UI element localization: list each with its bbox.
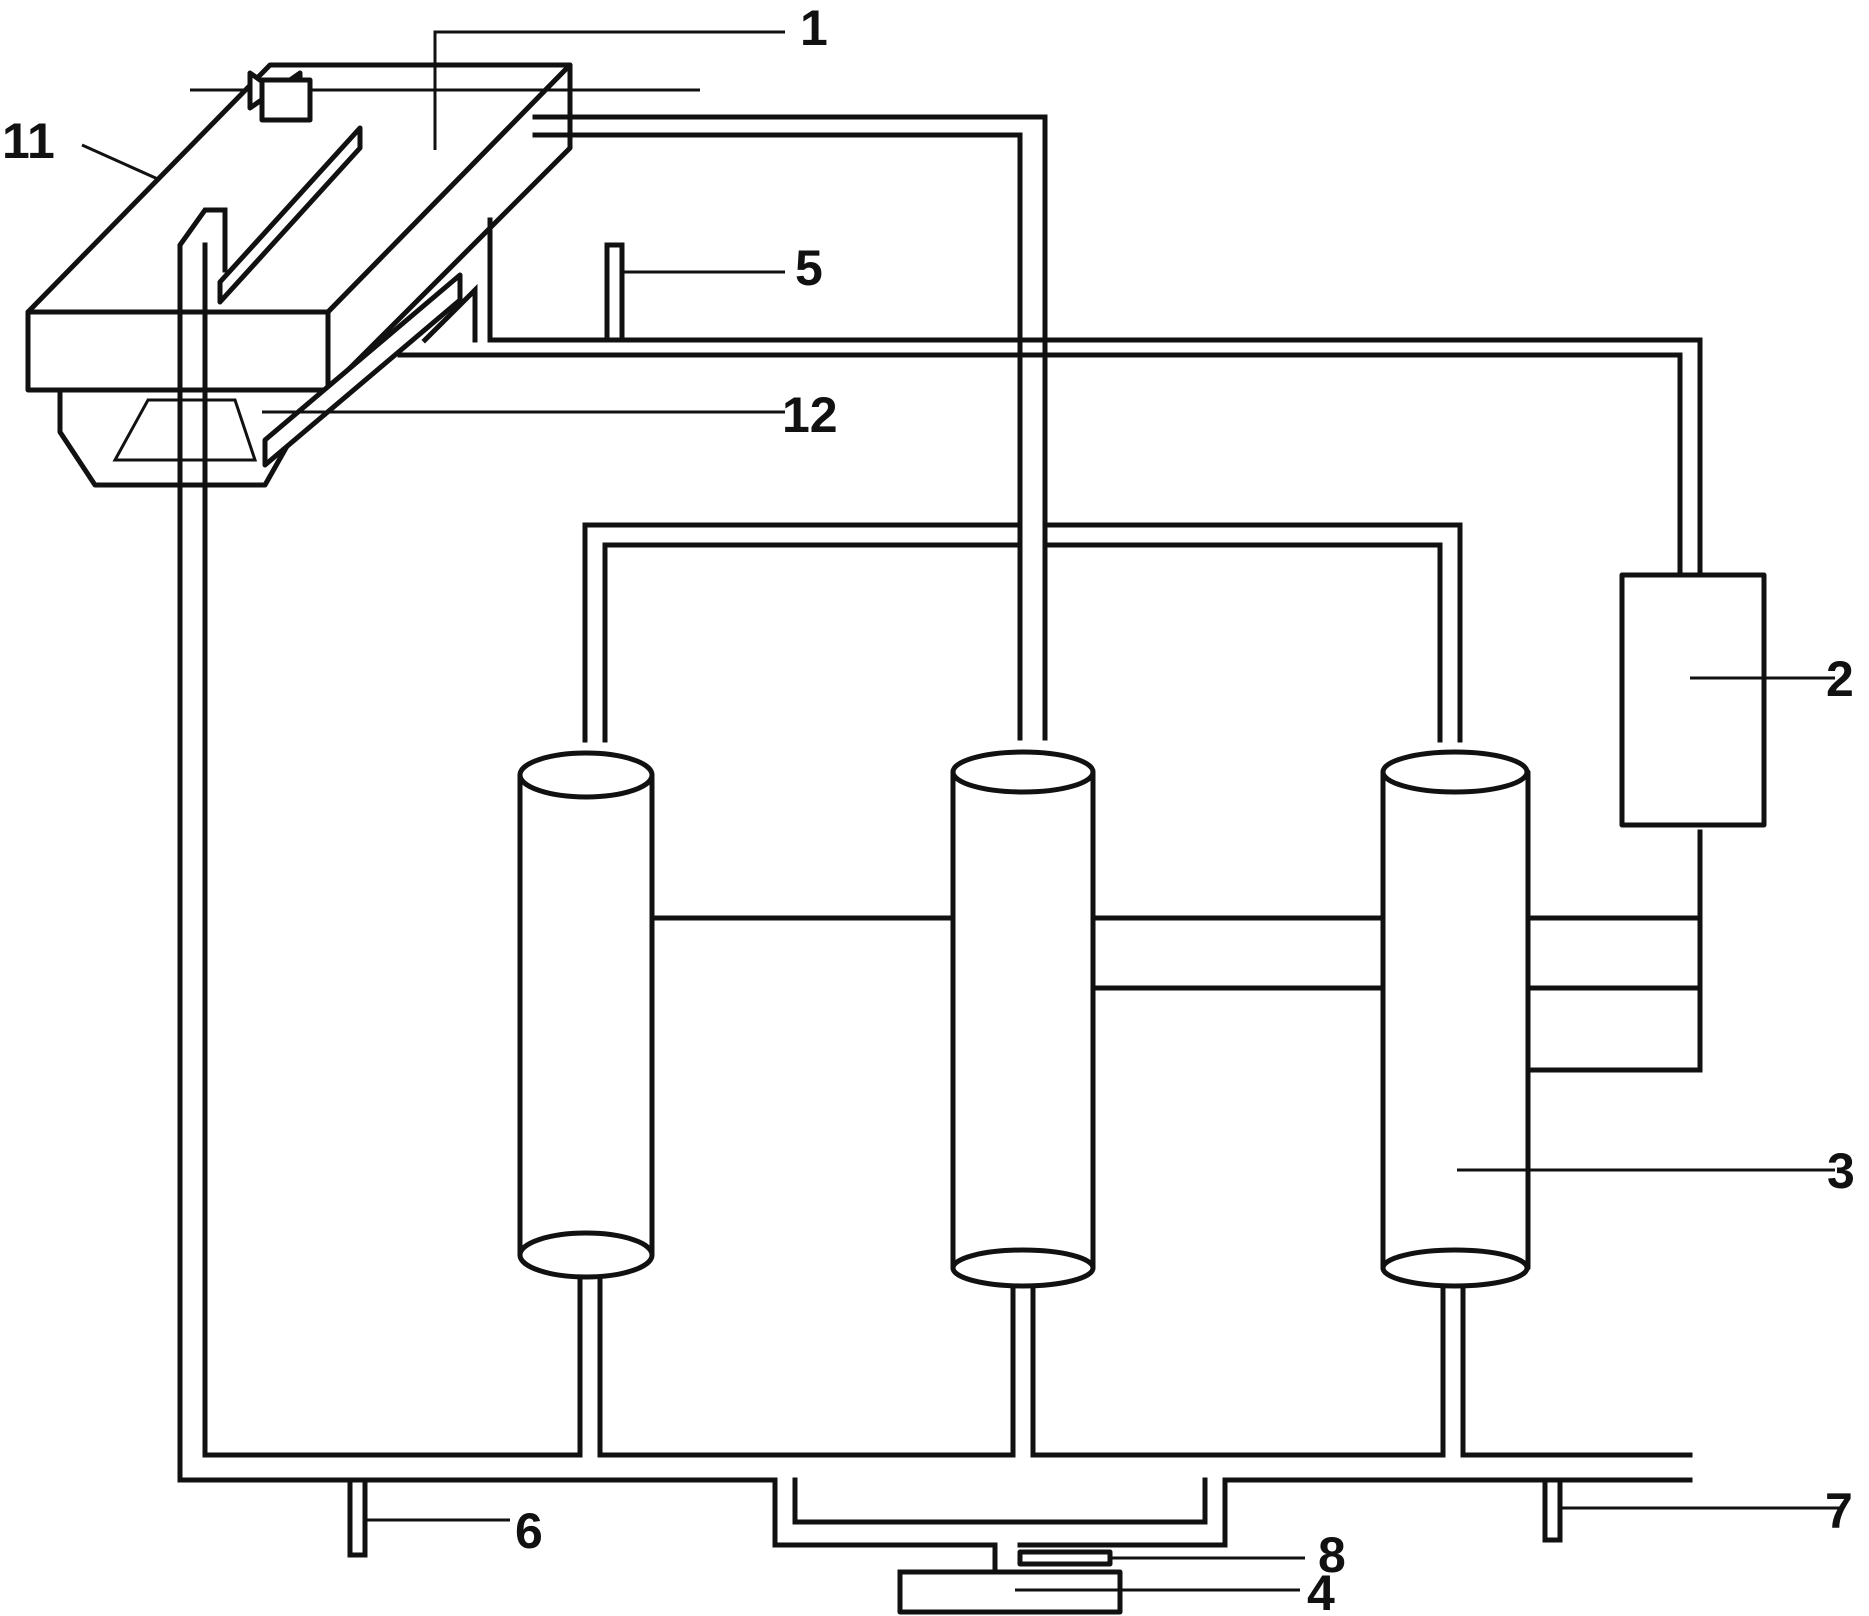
unit-2-box [1619,572,1767,828]
top-outlet-pipe-inner [532,132,1023,741]
tank-inner-slot [217,125,363,305]
label-8: 8 [1318,1527,1346,1583]
cylinder-left [517,750,655,1280]
component-8 [1017,1549,1113,1567]
left-riser-pipe [177,207,228,1483]
top-outlet-pipe-outer [532,114,1048,741]
label-11: 11 [2,113,55,169]
return-pipe-outer [487,217,1703,578]
label-7: 7 [1825,1483,1853,1539]
label-5: 5 [795,240,823,296]
component-4 [897,1569,1123,1615]
vent-pipe-5 [604,242,625,343]
return-pipe-support [421,283,478,344]
unit2-outlet-pipe [1527,829,1703,1073]
bottom-trap [792,1477,1228,1548]
tank-assembly [25,62,700,488]
cyl1-bottom-pipe [202,1262,583,1458]
distributor-outer [582,522,1023,743]
tank-side-face [325,62,573,393]
bottom-header-lower [177,1477,998,1575]
pipe-network [177,114,1703,1615]
label-4: 4 [1307,1565,1335,1616]
label-2: 2 [1826,651,1854,707]
return-pipe-inner [397,352,1683,578]
distributor-outer-right [1042,522,1463,743]
support-strut [262,272,463,468]
drain-pipe-7 [1542,1477,1563,1543]
label-1: 1 [800,0,828,56]
leader-lines [81,30,1840,1592]
leader-11 [81,143,161,182]
label-3: 3 [1827,1143,1855,1199]
cylinder-right [1380,749,1531,1289]
cylinder-middle [950,749,1096,1289]
label-12: 12 [782,387,838,443]
distributor-inner-right [1042,542,1443,743]
distributor-inner [602,542,1023,743]
valve-body [259,77,313,123]
leader-1 [433,30,785,150]
label-6: 6 [515,1503,543,1559]
drain-pipe-6 [347,1477,368,1558]
